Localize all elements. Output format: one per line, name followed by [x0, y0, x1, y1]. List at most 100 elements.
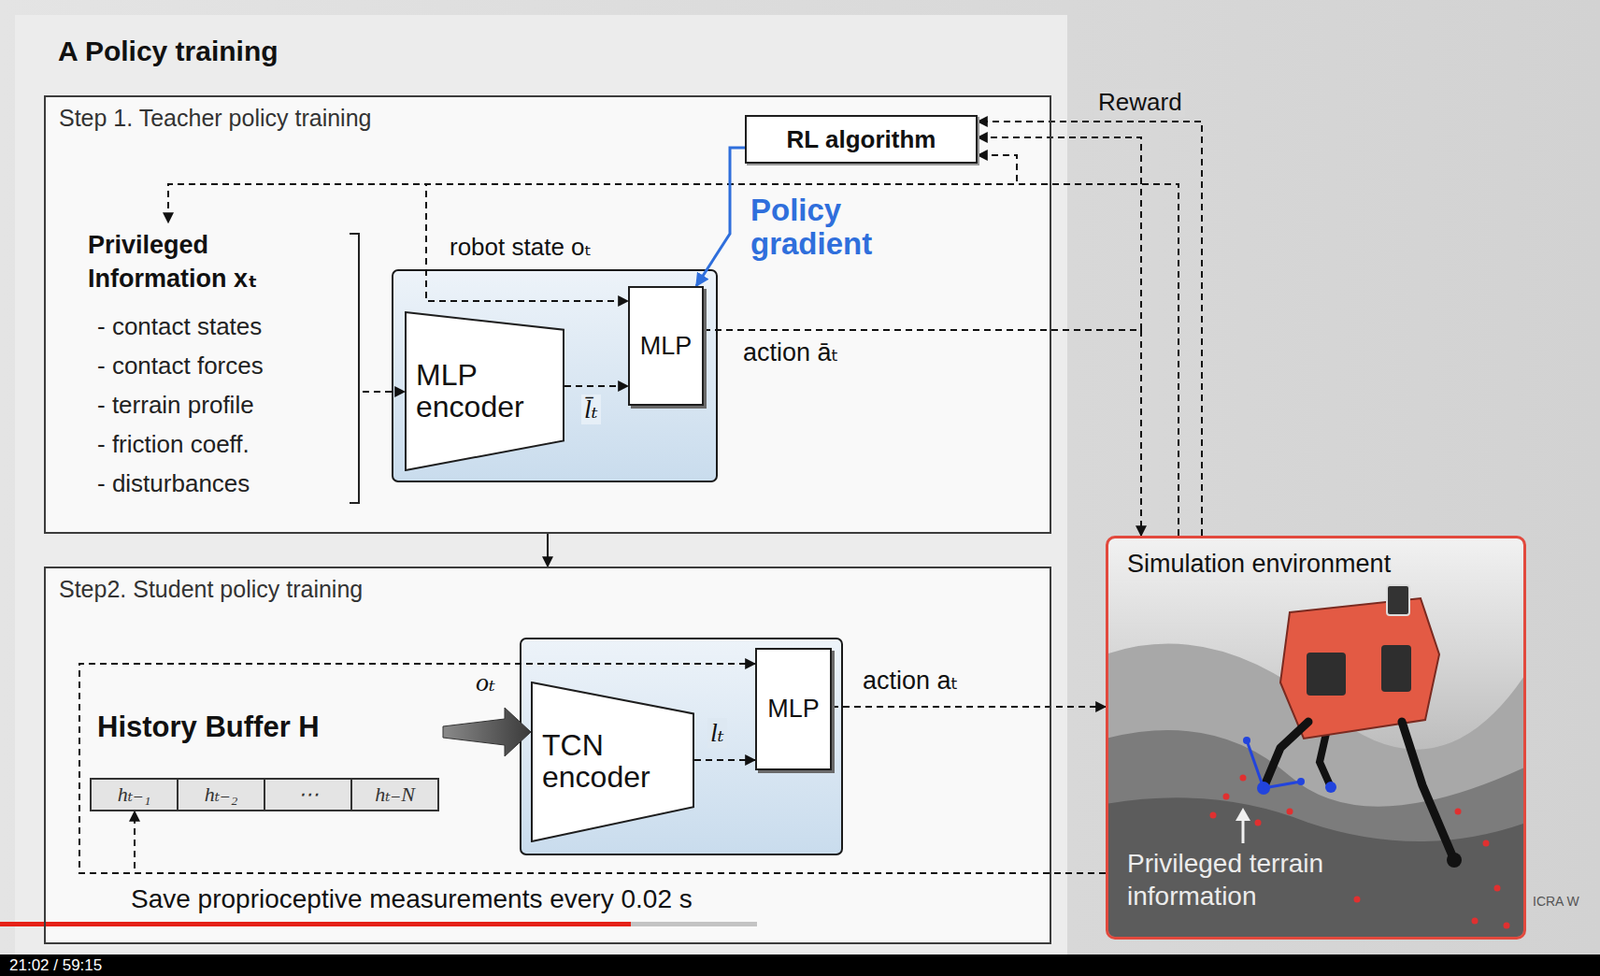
trapezoid-shape [405, 312, 564, 471]
label-holder: 21:02 / 59:15 [9, 956, 102, 975]
history-arrow [442, 707, 531, 757]
watermark: ICRA W [1532, 893, 1580, 909]
trapezoid-shape [531, 682, 694, 842]
buffer-cell: hₜ₋₁ [89, 777, 179, 812]
terrain-sample-dot [1286, 808, 1294, 815]
connector [168, 184, 1179, 536]
algorithm-box: RL algorithm [744, 114, 978, 164]
policy-network-frame [520, 638, 843, 855]
note: Save proprioceptive measurements every 0… [130, 884, 693, 915]
list-item: - contact states [87, 306, 335, 346]
edge-label-holder: l̄ₜ [581, 394, 601, 425]
simulation-illustration [1108, 538, 1524, 937]
edge-label: Policy gradient [747, 193, 917, 262]
edge-label: Reward [1095, 88, 1186, 117]
box-label: MLP [640, 331, 693, 361]
force-vector [1246, 740, 1264, 788]
label-holder: ICRA W [1532, 893, 1580, 909]
step-ground [43, 566, 1052, 944]
panel-ground [14, 14, 1068, 955]
foot [1325, 781, 1337, 793]
edge-label: lₜ [707, 717, 728, 748]
edge-label: action āₜ [740, 338, 843, 368]
robot-leg [1319, 728, 1331, 787]
connector [831, 705, 1106, 708]
mlp-box: MLP [755, 647, 832, 771]
box-label: TCN encoder [542, 729, 683, 793]
list-heading: Privileged Information xₜ [87, 228, 335, 296]
encoder-trapezoid: MLP encoder [404, 311, 565, 472]
edge-label-holder: Policy gradient [747, 193, 917, 262]
terrain-sample-dot [1255, 819, 1262, 827]
terrain [1108, 643, 1524, 937]
box-label: hₜ₋₂ [204, 782, 239, 807]
force-vector-tip [1242, 736, 1251, 744]
robot-leg [1401, 721, 1455, 860]
pointer-arrow-head [1235, 807, 1251, 821]
robot-leg [1263, 721, 1309, 788]
bracket [349, 233, 359, 503]
robot-face [1306, 652, 1346, 696]
connector [977, 155, 1179, 536]
edge-label: l̄ₜ [581, 394, 601, 425]
list-item: - terrain profile [87, 385, 335, 425]
connector [546, 533, 549, 567]
progress-played [0, 921, 631, 927]
robot-body [1280, 598, 1440, 739]
box-label: MLP [767, 694, 820, 724]
panel-title: Simulation environment [1127, 549, 1391, 579]
list-item: - friction coeff. [87, 424, 335, 464]
panel-title: A Policy training [57, 35, 1025, 68]
video-timestamp: 21:02 / 59:15 [9, 956, 102, 975]
pointer-arrow [1242, 818, 1245, 843]
edge-label: action aₜ [859, 666, 962, 696]
edge-label: oₜ [472, 667, 499, 698]
figure-panel: A Policy trainingStep 1. Teacher policy … [14, 14, 1068, 955]
connector [564, 385, 629, 387]
force-vector [1263, 781, 1301, 788]
terrain-sample-dot [1354, 896, 1361, 903]
terrain [1108, 797, 1524, 937]
connector [694, 758, 756, 761]
foot [1446, 852, 1462, 868]
step-title: Step2. Student policy training [58, 575, 1037, 603]
simulation-panel: Simulation environmentPrivileged terrain… [1105, 535, 1527, 940]
terrain-sample-dot [1240, 774, 1247, 782]
sky [1108, 538, 1524, 937]
connector [79, 663, 1106, 873]
edge-label-holder: action āₜ [740, 338, 843, 368]
history-buffer: History Buffer H hₜ₋₁ hₜ₋₂ ⋯ hₜ₋N [89, 710, 442, 814]
buffer-cell: ⋯ [263, 777, 353, 812]
box-label: MLP encoder [415, 359, 557, 423]
box-label: ⋯ [298, 782, 319, 807]
step-box: Step 1. Teacher policy trainingRL algori… [43, 95, 1052, 534]
list-item: - contact forces [87, 345, 335, 386]
robot-sensor [1386, 585, 1410, 615]
terrain-sample-dot [1471, 917, 1479, 925]
robot-face [1381, 644, 1412, 692]
video-control-bar [0, 954, 1600, 976]
mlp-box: MLP [628, 285, 704, 406]
buffer-cell: hₜ₋N [350, 777, 440, 812]
connector [703, 137, 1142, 330]
terrain-sample-dot [1503, 922, 1511, 929]
encoder-trapezoid: TCN encoder [530, 681, 695, 843]
illustration-caption: Privileged terrain information [1127, 846, 1408, 913]
terrain-sample-dot [1223, 793, 1230, 800]
buffer-title: History Buffer H [97, 710, 442, 744]
force-vector-tip [1297, 777, 1305, 786]
connector [362, 390, 405, 393]
edge-label-holder: Reward [1095, 88, 1186, 117]
list-item: - disturbances [87, 463, 335, 503]
edge-label-holder: oₜ [472, 667, 499, 698]
box-label: hₜ₋N [374, 782, 415, 807]
connector [703, 329, 1142, 536]
edge-label-holder: action aₜ [859, 666, 962, 696]
buffer-cell: hₜ₋₂ [176, 777, 266, 812]
progress-buffered [630, 921, 758, 927]
terrain-sample-dot [1455, 808, 1462, 815]
label-holder: Save proprioceptive measurements every 0… [130, 884, 693, 915]
box-label: hₜ₋₁ [117, 782, 152, 807]
edge-label-holder: lₜ [707, 717, 728, 748]
connector [696, 147, 745, 286]
